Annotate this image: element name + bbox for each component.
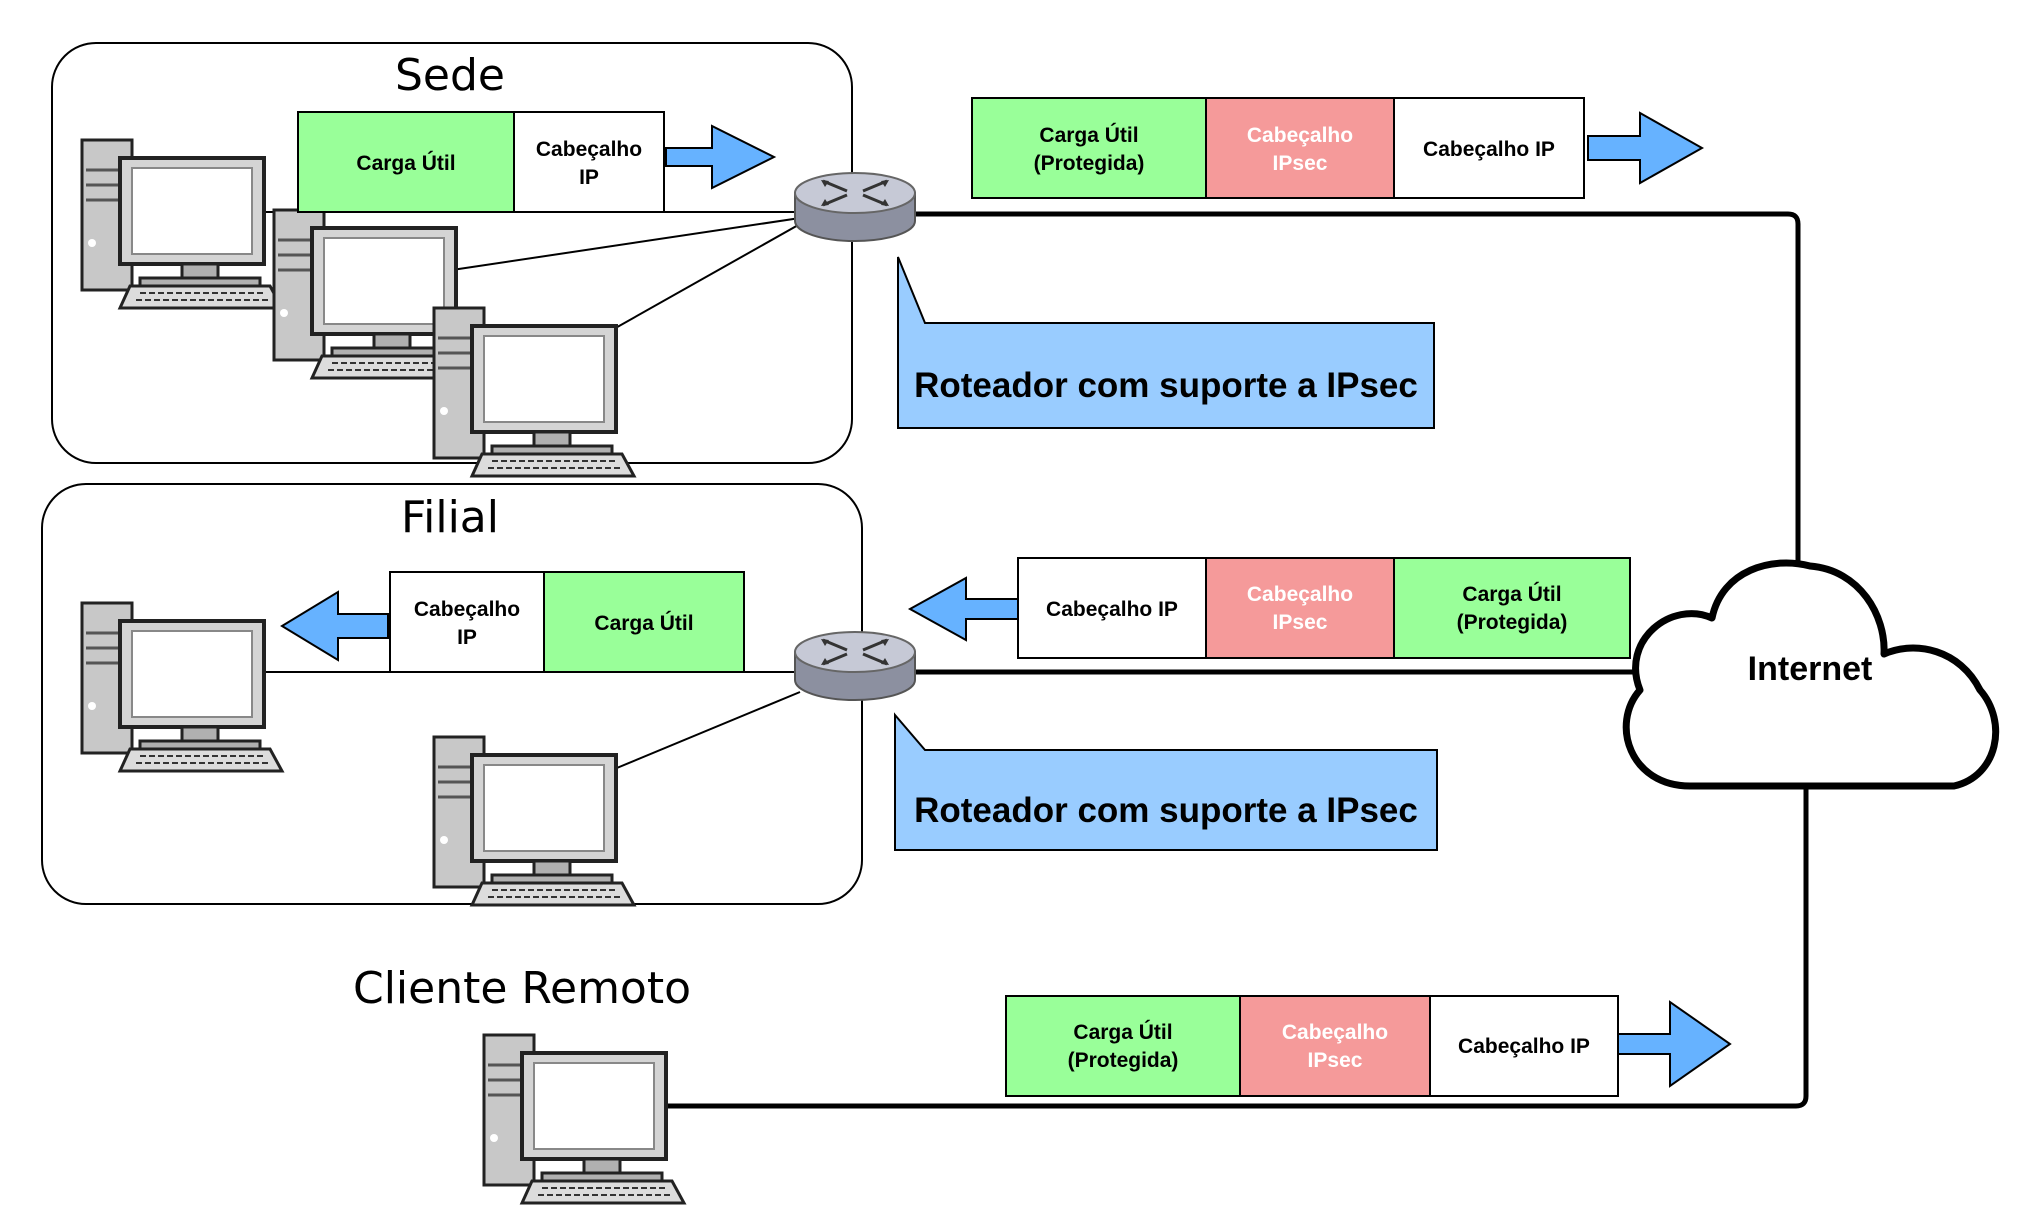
filial-router-callout-text: Roteador com suporte a IPsec (914, 791, 1418, 830)
sede-lan-payload-label: Carga Útil (356, 151, 455, 175)
sede-router-callout-text: Roteador com suporte a IPsec (914, 366, 1418, 405)
sede-wan-ip-header-cell (1393, 97, 1585, 199)
filial-lan-arrow (280, 590, 389, 662)
sede-computer-3 (432, 306, 636, 478)
remote-wan-payload-label: Carga Útil(Protegida) (1068, 1020, 1179, 1072)
filial-router-icon (793, 630, 917, 702)
remote-wan-ipsec-header-cell (1239, 995, 1431, 1097)
remote-client-title: Cliente Remoto (353, 963, 691, 1014)
filial-wan-arrow (907, 576, 1021, 642)
filial-computer-1 (80, 601, 284, 773)
sede-site-title: Sede (395, 50, 505, 101)
remote-wan-ip-header-cell (1429, 995, 1619, 1097)
filial-lan-ip-header-cell (389, 571, 545, 673)
sede-wan-ipsec-header-cell (1205, 97, 1395, 199)
filial-wan-ipsec-header-cell (1205, 557, 1395, 659)
filial-lan-link-2 (611, 691, 801, 771)
remote-wan-payload-cell (1005, 995, 1241, 1097)
sede-computer-1 (80, 138, 284, 310)
internet-label: Internet (1748, 650, 1873, 688)
sede-wan-link (912, 211, 1801, 572)
sede-lan-link-3 (611, 223, 801, 331)
sede-wan-arrow (1587, 111, 1705, 185)
internet-cloud-icon (1622, 559, 1999, 790)
filial-wan-payload-label: Carga Útil(Protegida) (1457, 582, 1568, 634)
filial-site-title: Filial (401, 492, 499, 543)
sede-router-icon (793, 171, 917, 243)
sede-wan-ip-header-label: Cabeçalho IP (1423, 138, 1555, 161)
filial-lan-payload-label: Carga Útil (594, 611, 693, 635)
sede-lan-payload-cell (297, 111, 515, 213)
remote-wan-arrow (1617, 1000, 1732, 1088)
sede-wan-payload-cell (971, 97, 1207, 199)
sede-wan-payload-label: Carga Útil(Protegida) (1034, 123, 1145, 175)
remote-wan-ip-header-label: Cabeçalho IP (1458, 1035, 1590, 1058)
filial-wan-payload-cell (1393, 557, 1631, 659)
remote-wan-link (660, 780, 1809, 1109)
filial-wan-ip-header-cell (1017, 557, 1207, 659)
remote-computer (482, 1033, 686, 1205)
sede-lan-arrow (665, 124, 777, 190)
sede-lan-link-2 (451, 217, 801, 271)
filial-lan-payload-cell (543, 571, 745, 673)
filial-wan-ip-header-label: Cabeçalho IP (1046, 598, 1178, 621)
sede-lan-ip-header-cell (513, 111, 665, 213)
filial-computer-2 (432, 735, 636, 907)
filial-router-callout (894, 712, 1438, 851)
sede-router-callout (897, 256, 1435, 429)
